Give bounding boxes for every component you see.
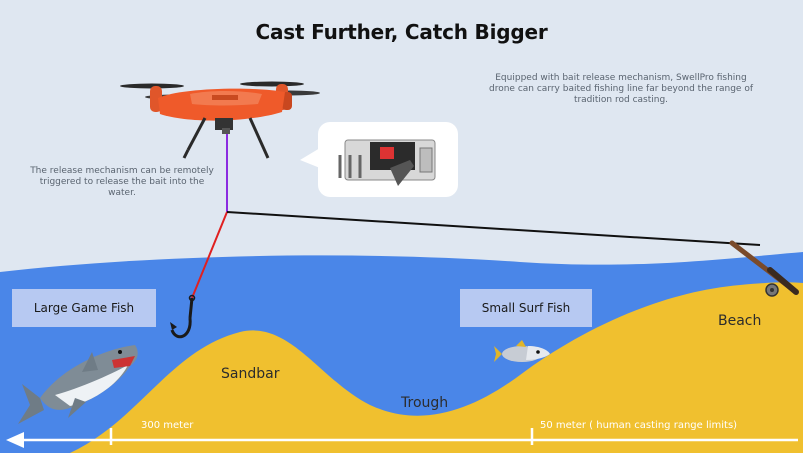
hook-icon <box>170 294 196 339</box>
release-mechanism-callout <box>300 122 458 197</box>
small-surf-fish-label: Small Surf Fish <box>460 289 592 327</box>
page-title: Cast Further, Catch Bigger <box>255 20 548 44</box>
trough-label: Trough <box>401 395 449 411</box>
drone-icon <box>120 81 320 159</box>
small-fish-icon <box>494 340 550 362</box>
release-description: The release mechanism can be remotely tr… <box>30 166 214 198</box>
bait-line <box>191 211 228 299</box>
rod-line <box>226 211 761 246</box>
range-arrow <box>6 428 798 448</box>
drone-description: Equipped with bait release mechanism, Sw… <box>489 73 753 105</box>
near-range-label: 50 meter ( human casting range limits) <box>540 420 738 431</box>
far-range-label: 300 meter <box>141 420 194 431</box>
large-game-fish-label: Large Game Fish <box>12 289 156 327</box>
beach-label: Beach <box>718 313 762 329</box>
seabed <box>0 282 803 453</box>
sandbar-label: Sandbar <box>221 366 280 382</box>
fishing-rod-icon <box>729 240 799 297</box>
shark-icon <box>18 345 138 424</box>
